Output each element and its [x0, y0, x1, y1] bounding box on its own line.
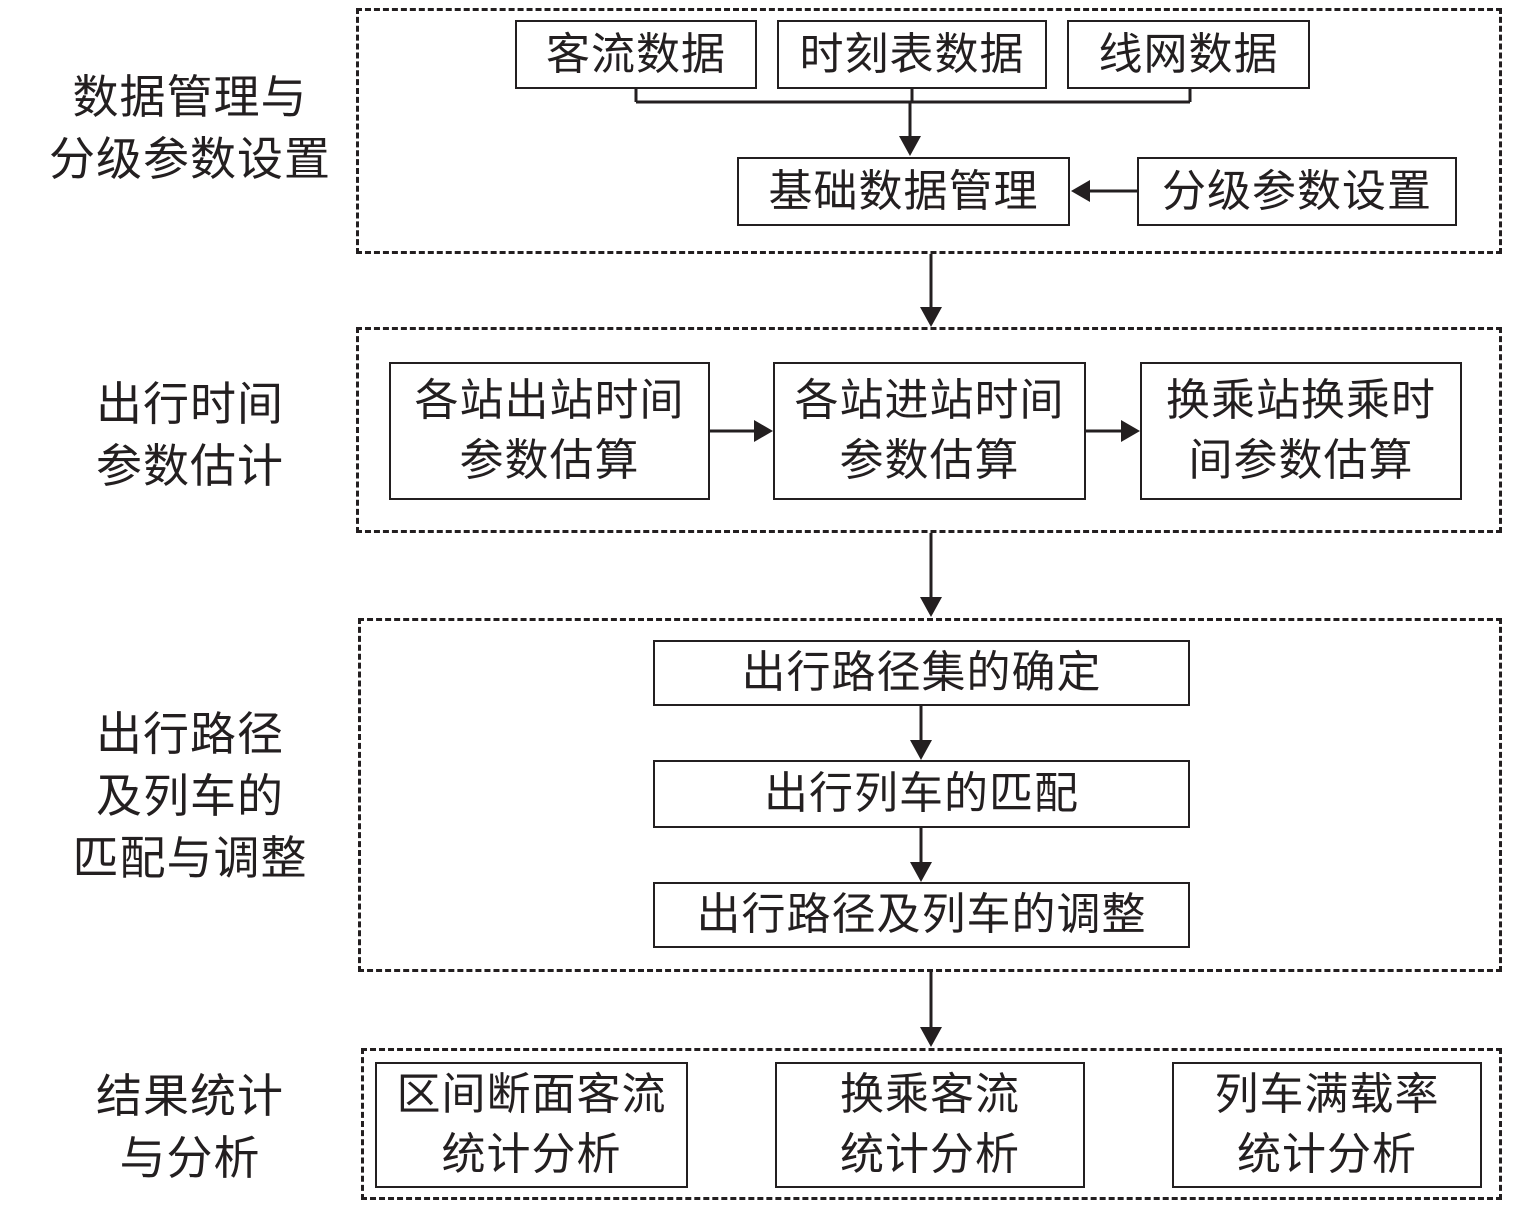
section-flow-analysis-box: 区间断面客流 统计分析	[375, 1062, 688, 1188]
stage-label-data-management: 数据管理与 分级参数设置	[49, 70, 331, 186]
transfer-time-estimation-box: 换乘站换乘时 间参数估算	[1140, 362, 1462, 500]
group-route-train-matching	[358, 618, 1502, 972]
stage-label-result-analysis: 结果统计 与分析	[96, 1069, 284, 1185]
entry-time-estimation-box: 各站进站时间 参数估算	[773, 362, 1086, 500]
arrowhead-matching-to-adjustment	[910, 862, 932, 882]
arrowhead-to-basic-data	[899, 136, 921, 156]
stage-label-travel-time-estimation: 出行时间 参数估计	[96, 377, 284, 493]
transfer-flow-analysis-box: 换乘客流 统计分析	[775, 1062, 1085, 1188]
route-train-adjustment-box: 出行路径及列车的调整	[653, 882, 1190, 948]
load-factor-analysis-box: 列车满载率 统计分析	[1172, 1062, 1482, 1188]
group-data-management	[356, 8, 1502, 254]
stage-label-route-train-matching: 出行路径 及列车的 匹配与调整	[72, 707, 308, 885]
arrowhead-entry-to-transfer	[1121, 420, 1140, 442]
group-travel-time-estimation	[356, 327, 1502, 533]
arrowhead-stage3-to-stage4	[920, 1027, 942, 1047]
arrowhead-exit-to-entry	[754, 420, 773, 442]
route-set-determination-box: 出行路径集的确定	[653, 640, 1190, 706]
train-matching-box: 出行列车的匹配	[653, 760, 1190, 828]
group-result-analysis	[361, 1048, 1502, 1200]
arrowhead-route-to-matching	[910, 740, 932, 760]
passenger-flow-data-box: 客流数据	[515, 20, 757, 89]
basic-data-management-box: 基础数据管理	[737, 157, 1070, 226]
arrowhead-stage1-to-stage2	[920, 307, 942, 327]
network-data-box: 线网数据	[1067, 20, 1310, 89]
timetable-data-box: 时刻表数据	[777, 20, 1047, 89]
arrowhead-param-to-basic	[1071, 180, 1090, 202]
hierarchical-parameter-setting-box: 分级参数设置	[1137, 157, 1457, 226]
exit-time-estimation-box: 各站出站时间 参数估算	[389, 362, 710, 500]
arrowhead-stage2-to-stage3	[920, 597, 942, 617]
